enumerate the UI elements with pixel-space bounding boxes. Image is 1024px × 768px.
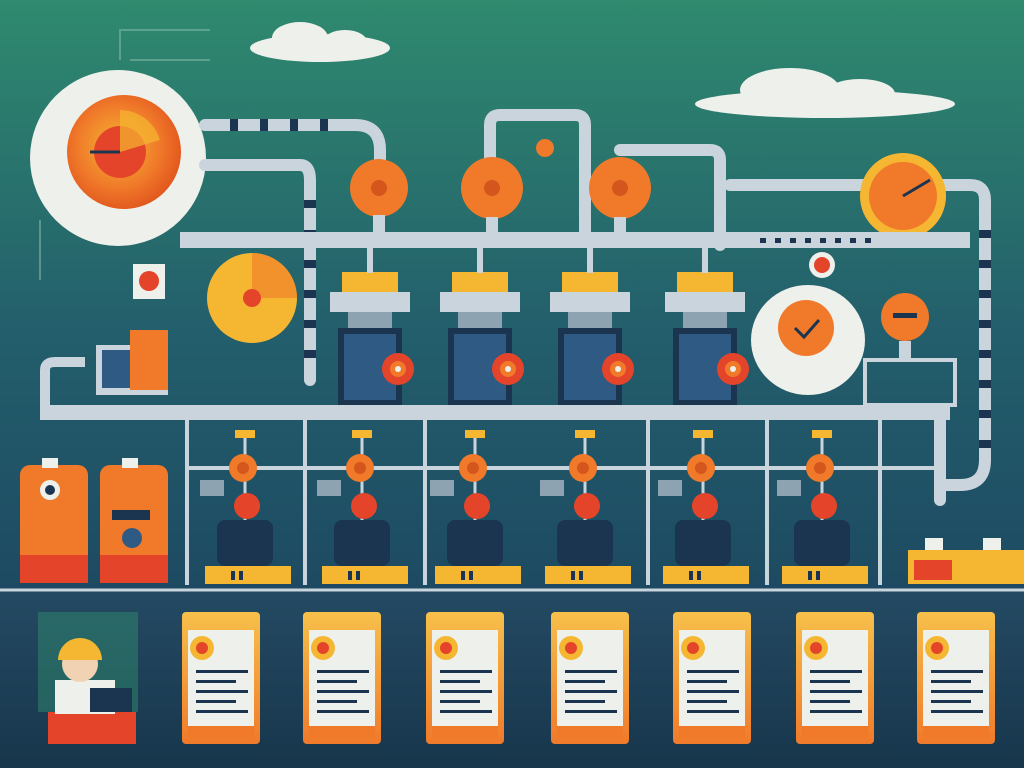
- gear-icon: [492, 353, 524, 385]
- checkmark-icon: [751, 285, 865, 395]
- report-card-icon: [303, 612, 381, 744]
- assembly-station: [200, 430, 291, 584]
- report-card-icon: [551, 612, 629, 744]
- valve-icon: [881, 293, 929, 361]
- output-tray: [908, 538, 1024, 584]
- control-console: [96, 330, 168, 395]
- assembly-station: [658, 430, 749, 584]
- report-card-icon: [182, 612, 260, 744]
- cloud-left: [250, 22, 390, 62]
- gear-icon: [382, 353, 414, 385]
- gauge-icon: [860, 153, 946, 239]
- report-card-icon: [796, 612, 874, 744]
- assembly-station: [777, 430, 868, 584]
- gear-icon: [717, 353, 749, 385]
- valve-icon: [461, 157, 523, 237]
- gauge-icon: [133, 264, 165, 299]
- storage-tank: [20, 458, 88, 583]
- cloud-right: [695, 68, 955, 118]
- worker-icon: [38, 612, 138, 744]
- assembly-station: [430, 430, 521, 584]
- assembly-station: [317, 430, 408, 584]
- gear-icon: [602, 353, 634, 385]
- press-machine: [550, 245, 634, 406]
- upper-rail: [180, 232, 970, 248]
- press-machine: [440, 245, 524, 406]
- valve-icon: [350, 159, 408, 235]
- report-card-icon: [673, 612, 751, 744]
- main-platform: [40, 405, 950, 420]
- gauge-icon: [30, 70, 206, 246]
- gear-icon: [207, 253, 297, 343]
- storage-tank: [100, 458, 168, 583]
- report-card-icon: [917, 612, 995, 744]
- report-card-icon: [426, 612, 504, 744]
- assembly-station: [540, 430, 631, 584]
- press-machine: [330, 245, 414, 406]
- press-machine: [665, 245, 749, 406]
